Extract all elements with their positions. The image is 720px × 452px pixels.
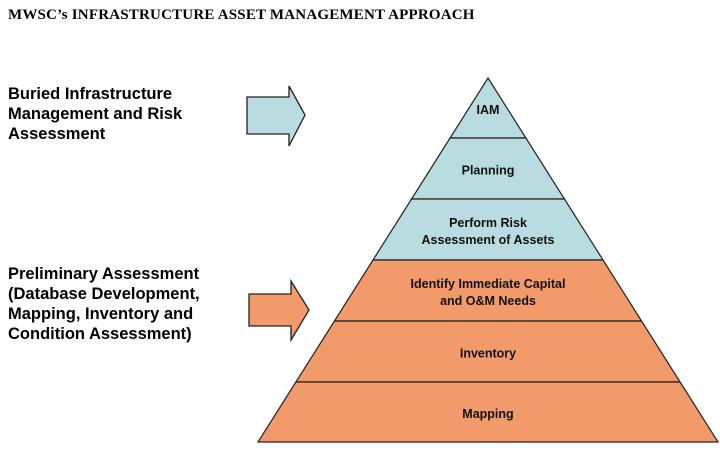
pyramid-tier-label: and O&M Needs [440,294,536,308]
label-buried-infrastructure: Buried Infrastructure Management and Ris… [8,85,183,143]
pyramid-tier-label: Mapping [462,407,513,421]
arrow-bottom-icon [248,278,310,343]
pyramid-tier-label: Planning [462,164,515,178]
pyramid-tier [256,381,720,443]
pyramid-tier-label: IAM [477,103,500,117]
pyramid-tier-label: Assessment of Assets [422,233,555,247]
pyramid-tier-label: Perform Risk [449,216,527,230]
pyramid-tier-label: Identify Immediate Capital [411,277,566,291]
arrow-top-icon [246,85,306,147]
page-title: MWSC’s INFRASTRUCTURE ASSET MANAGEMENT A… [8,7,475,23]
pyramid-tier-label: Inventory [460,347,516,361]
label-preliminary-assessment: Preliminary Assessment (Database Develop… [8,265,200,343]
